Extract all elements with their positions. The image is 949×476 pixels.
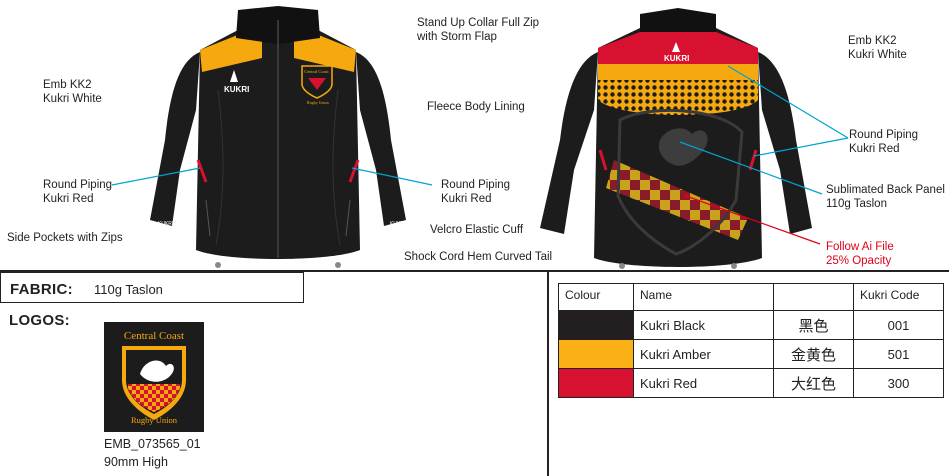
- back-kukri-logo: KUKRI: [664, 54, 689, 63]
- jacket-artwork: KUKRI KUKRI KUKRI Central Coast Rugby Un…: [111, 6, 849, 269]
- cuff-note: Velcro Elastic Cuff: [430, 224, 524, 236]
- hem-note: Shock Cord Hem Curved Tail: [404, 251, 553, 263]
- svg-text:Central Coast: Central Coast: [304, 69, 329, 74]
- colour-table-header: Colour Name Kukri Code: [558, 283, 944, 311]
- svg-text:Rugby Union: Rugby Union: [307, 100, 329, 105]
- colour-chinese: 大红色: [773, 368, 854, 398]
- colour-table: Colour Name Kukri Code Kukri Black 黑色 00…: [558, 283, 944, 398]
- front-crest: Central Coast Rugby Union: [301, 65, 333, 105]
- colour-name: Kukri Red: [633, 368, 774, 398]
- colour-code: 501: [853, 339, 944, 369]
- front-kukri-logo: KUKRI: [224, 85, 249, 94]
- back-jacket: [540, 8, 812, 269]
- fleece-note: Fleece Body Lining: [427, 101, 525, 113]
- table-row: Kukri Amber 金黄色 501: [558, 339, 944, 369]
- colour-swatch: [558, 339, 634, 369]
- leader-lines: [111, 65, 849, 195]
- colour-name: Kukri Black: [633, 310, 774, 340]
- divider-vertical: [547, 270, 549, 476]
- header-colour: Colour: [558, 283, 634, 311]
- swatch-red: [559, 369, 633, 397]
- colour-code: 001: [853, 310, 944, 340]
- swatch-black: [559, 311, 633, 339]
- svg-text:Central Coast: Central Coast: [124, 330, 184, 342]
- svg-text:KUKRI: KUKRI: [158, 221, 173, 227]
- colour-chinese: 黑色: [773, 310, 854, 340]
- table-row: Kukri Black 黑色 001: [558, 310, 944, 340]
- logo-code: EMB_073565_01: [104, 437, 201, 451]
- colour-chinese: 金黄色: [773, 339, 854, 369]
- colour-name: Kukri Amber: [633, 339, 774, 369]
- logos-label: LOGOS:: [9, 312, 70, 329]
- svg-text:KUKRI: KUKRI: [390, 221, 405, 227]
- header-name: Name: [633, 283, 774, 311]
- svg-text:Rugby Union: Rugby Union: [131, 415, 178, 425]
- colour-swatch: [558, 310, 634, 340]
- fabric-box: FABRIC: 110g Taslon: [0, 272, 304, 303]
- table-row: Kukri Red 大红色 300: [558, 368, 944, 398]
- front-jacket: KUKRI KUKRI: [150, 6, 406, 268]
- header-code: Kukri Code: [853, 283, 944, 311]
- pockets-note: Side Pockets with Zips: [7, 232, 123, 244]
- fabric-label: FABRIC:: [10, 281, 73, 298]
- logo-size: 90mm High: [104, 455, 168, 469]
- crest-logo: Central Coast Rugby Union: [104, 322, 204, 432]
- red-leader-line: [685, 195, 821, 245]
- header-chinese: [773, 283, 854, 311]
- fabric-value: 110g Taslon: [94, 282, 163, 297]
- colour-swatch: [558, 368, 634, 398]
- divider-top: [0, 270, 949, 272]
- swatch-amber: [559, 340, 633, 368]
- colour-code: 300: [853, 368, 944, 398]
